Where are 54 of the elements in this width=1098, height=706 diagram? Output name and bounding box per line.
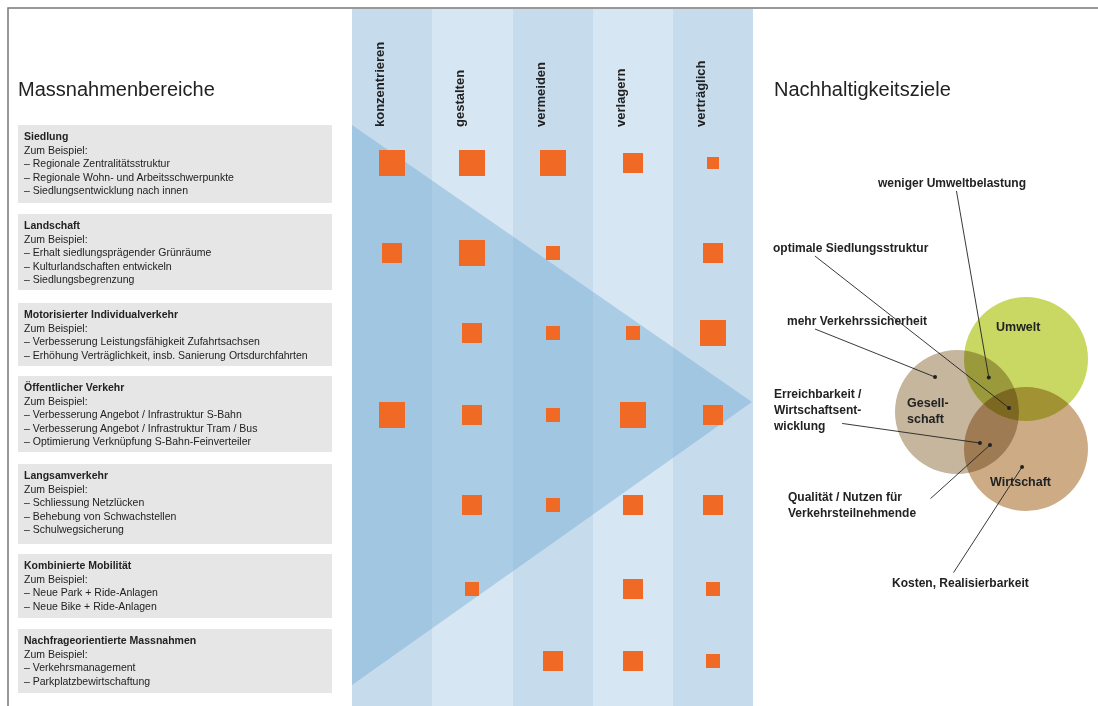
category-box <box>18 125 332 203</box>
category-text: – Siedlungsbegrenzung <box>24 273 136 287</box>
category-box <box>18 214 332 290</box>
section-heading: Nachhaltigkeitsziele <box>774 78 951 101</box>
category-box <box>18 464 332 544</box>
category-text: – Verkehrsmanagement <box>24 661 137 675</box>
category-heading: Motorisierter Individualverkehr <box>24 308 180 322</box>
category-text: Zum Beispiel: <box>24 321 89 336</box>
category-text: – Parkplatzbewirtschaftung <box>24 674 152 689</box>
category-heading: Öffentlicher Verkehr <box>24 381 126 395</box>
category-text: – Schulwegsicherung <box>24 523 125 537</box>
category-box <box>18 629 332 693</box>
goal-label: Qualität / Nutzen für Verkehrsteilnehmende <box>788 489 938 521</box>
goal-label: weniger Umweltbelastung <box>878 175 1027 191</box>
category-text: – Optimierung Verknüpfung S-Bahn-Feinverteiler <box>24 435 253 449</box>
column-heading: verlagern <box>613 67 628 127</box>
category-text: – Verbesserung Angebot / Infrastruktur S-Bahn <box>24 408 243 422</box>
category-text: – Erhalt siedlungsprägender Grünräume <box>24 246 213 260</box>
category-heading: Kombinierte Mobilität <box>24 559 133 573</box>
category-text: – Schliessung Netzlücken <box>24 496 146 510</box>
circle-label: Gesell-schaft <box>907 395 950 427</box>
goal-label: optimale Siedlungsstruktur <box>773 240 929 256</box>
category-text: – Kulturlandschaften entwickeln <box>24 259 173 274</box>
goal-label: Erreichbarkeit / Wirtschaftsent-wicklung <box>774 386 884 434</box>
category-text: – Neue Bike + Ride-Anlagen <box>24 599 158 614</box>
circle-label: Umwelt <box>996 319 1041 335</box>
category-text: Zum Beispiel: <box>24 143 89 158</box>
category-heading: Landschaft <box>24 219 81 233</box>
category-heading: Nachfrageorientierte Massnahmen <box>24 634 198 648</box>
goal-label: Kosten, Realisierbarkeit <box>892 575 1029 591</box>
category-text: Zum Beispiel: <box>24 647 89 662</box>
category-text: – Erhöhung Verträglichkeit, insb. Sanierung Ortsdurchfahrten <box>24 348 309 363</box>
category-text: – Siedlungsentwicklung nach innen <box>24 184 190 198</box>
category-text: – Behebung von Schwachstellen <box>24 509 178 524</box>
category-text: – Neue Park + Ride-Anlagen <box>24 586 159 600</box>
category-text: – Verbesserung Leistungsfähigkeit Zufahrtsachsen <box>24 335 261 349</box>
column-heading: konzentrieren <box>372 40 387 127</box>
category-heading: Siedlung <box>24 130 70 144</box>
column-heading: gestalten <box>452 68 467 127</box>
category-heading: Langsamverkehr <box>24 469 110 483</box>
category-box <box>18 554 332 618</box>
category-text: Zum Beispiel: <box>24 572 89 587</box>
category-text: Zum Beispiel: <box>24 394 89 409</box>
section-heading: Massnahmenbereiche <box>18 78 215 101</box>
category-text: Zum Beispiel: <box>24 232 89 247</box>
category-text: – Verbesserung Angebot / Infrastruktur Tram / Bus <box>24 421 259 436</box>
category-box <box>18 376 332 452</box>
category-box <box>18 303 332 366</box>
column-heading: verträglich <box>693 59 708 127</box>
category-text: Zum Beispiel: <box>24 482 89 497</box>
circle-label: Wirtschaft <box>990 474 1051 490</box>
category-text: – Regionale Wohn- und Arbeitsschwerpunkte <box>24 170 235 185</box>
column-heading: vermeiden <box>533 60 548 127</box>
category-text: – Regionale Zentralitätsstruktur <box>24 157 171 171</box>
